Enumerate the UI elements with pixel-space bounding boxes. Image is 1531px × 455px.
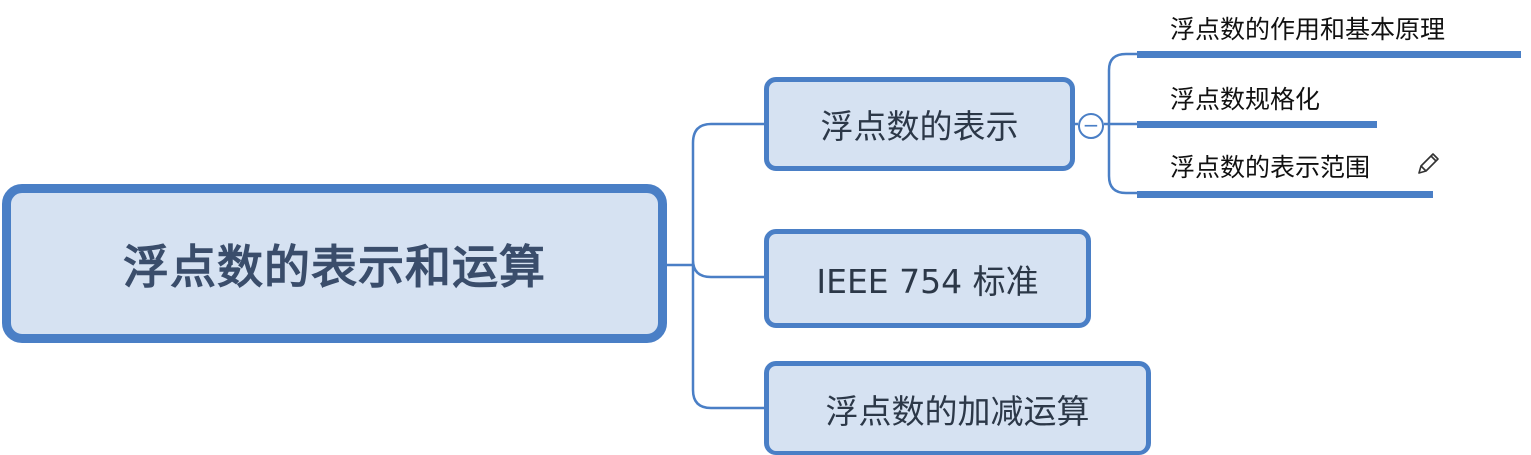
topic-label: IEEE 754 标准 (816, 261, 1039, 301)
subtopic-normalization[interactable]: 浮点数规格化 (1170, 85, 1321, 114)
collapse-toggle[interactable]: − (1078, 113, 1104, 139)
root-topic[interactable]: 浮点数的表示和运算 (2, 184, 667, 343)
topic-float-representation[interactable]: 浮点数的表示 (764, 77, 1075, 171)
root-topic-label: 浮点数的表示和运算 (123, 239, 546, 294)
connector-child-subtopics (1075, 52, 1137, 195)
pencil-icon[interactable] (1413, 148, 1443, 178)
connector-root-children (667, 122, 764, 410)
subtopic-underline (1137, 51, 1521, 58)
subtopic-underline (1137, 121, 1377, 128)
subtopic-underline (1137, 191, 1433, 198)
topic-label: 浮点数的加减运算 (825, 391, 1090, 431)
topic-ieee754[interactable]: IEEE 754 标准 (764, 229, 1091, 328)
topic-float-add-sub[interactable]: 浮点数的加减运算 (764, 361, 1151, 455)
subtopic-purpose-principle[interactable]: 浮点数的作用和基本原理 (1170, 15, 1446, 44)
subtopic-range[interactable]: 浮点数的表示范围 (1170, 153, 1371, 182)
topic-label: 浮点数的表示 (820, 107, 1019, 146)
